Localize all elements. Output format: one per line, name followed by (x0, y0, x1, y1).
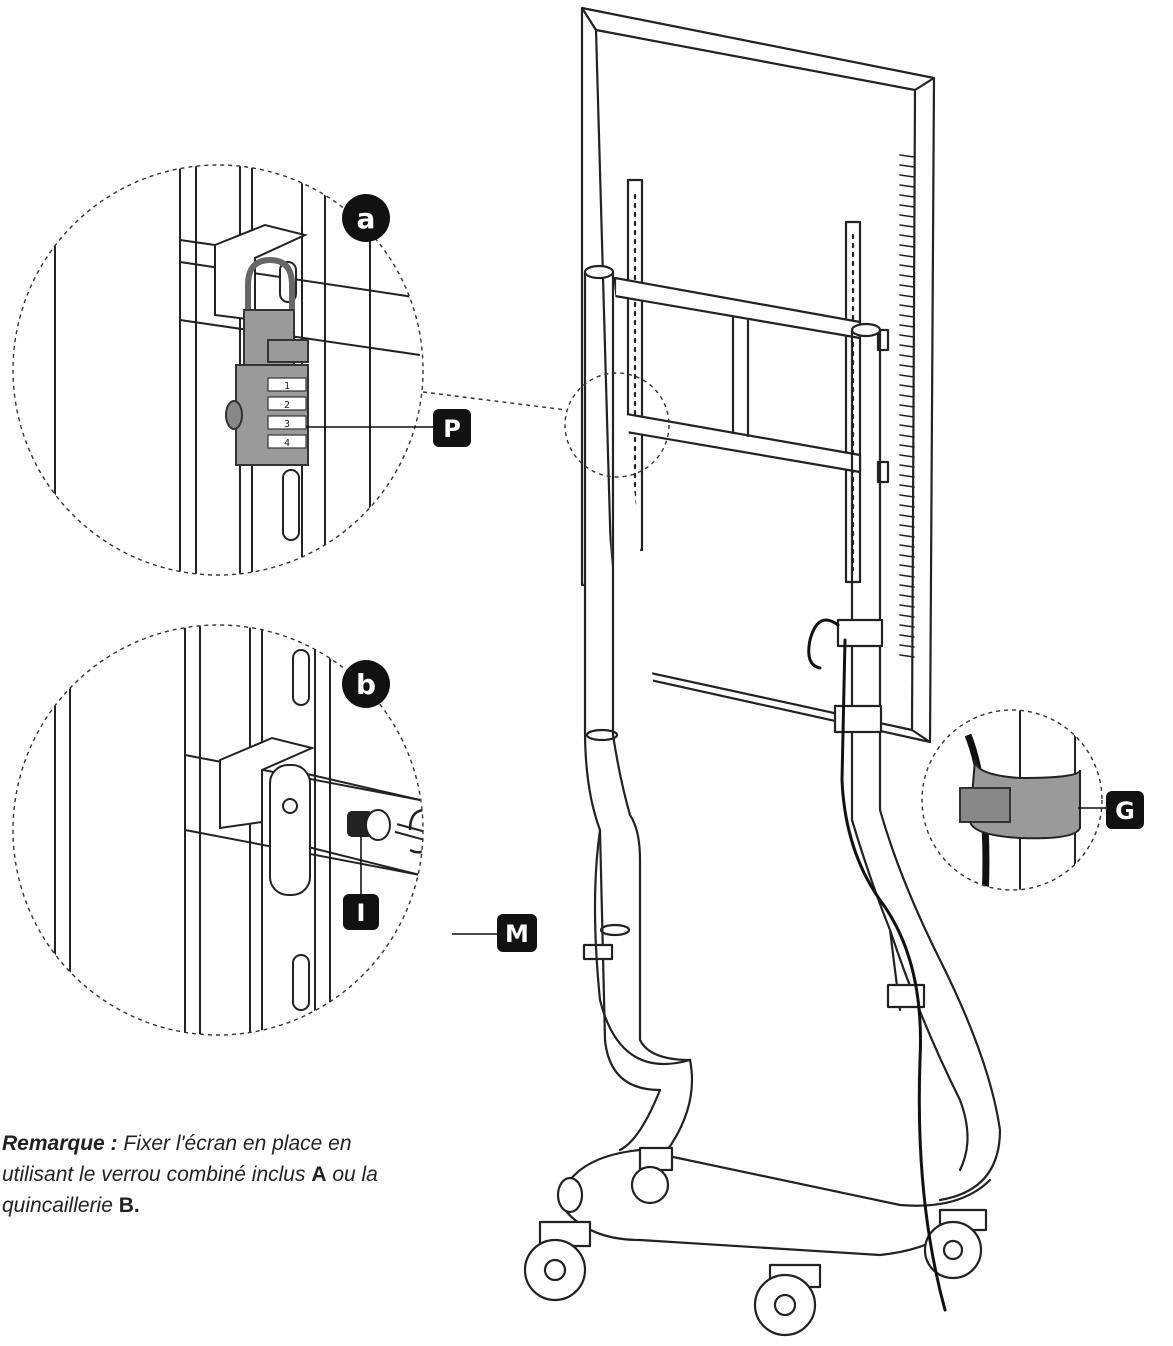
detail-g-cable-clip (921, 709, 1106, 891)
callout-b: b (342, 660, 390, 708)
caster-wheels (523, 1146, 988, 1337)
callout-m: M (497, 914, 537, 952)
remark-line-3a: quincaillerie (2, 1194, 119, 1217)
remark-note: Remarque : Fixer l'écran en place en uti… (2, 1128, 462, 1221)
callout-a: a (342, 194, 390, 242)
mounting-rails (613, 178, 890, 584)
remark-ref-b: B. (118, 1194, 140, 1217)
remark-lead: Remarque : (2, 1132, 118, 1155)
svg-text:b: b (356, 668, 376, 701)
caster-back-left (630, 1146, 674, 1205)
remark-line-1: Fixer l'écran en place en (117, 1132, 352, 1155)
left-column (582, 264, 692, 1092)
lock-digit-labels: 1 2 3 4 (284, 381, 290, 449)
dial-digit: 4 (284, 438, 290, 449)
remark-line-2b: ou la (326, 1163, 378, 1186)
detail-b-hardware (12, 624, 500, 1036)
dial-digit: 1 (284, 381, 290, 392)
caster-front-center (753, 1263, 822, 1337)
base-frame (556, 1058, 992, 1257)
caster-right (923, 1208, 988, 1280)
detail-pointer (422, 372, 670, 478)
callout-p: P (433, 409, 471, 447)
power-cable (807, 618, 947, 1312)
svg-text:a: a (357, 202, 376, 235)
svg-text:M: M (505, 920, 529, 948)
dial-digit: 2 (284, 400, 290, 411)
vent-slots (899, 154, 915, 658)
lock-dials (267, 377, 307, 449)
detail-a-lock: 1 2 3 4 (12, 164, 433, 576)
dial-digit: 3 (284, 419, 290, 430)
svg-text:I: I (357, 899, 366, 927)
caster-front-left (523, 1220, 592, 1302)
screen-panel (580, 6, 936, 744)
remark-ref-a: A (311, 1163, 327, 1186)
callout-g: G (1106, 791, 1144, 829)
remark-line-2a: utilisant le verrou combiné inclus (2, 1163, 312, 1186)
tv-stand (523, 6, 1002, 1337)
right-column (850, 322, 1002, 1202)
callout-i: I (343, 894, 379, 930)
svg-text:P: P (443, 415, 461, 443)
svg-text:G: G (1115, 797, 1135, 825)
